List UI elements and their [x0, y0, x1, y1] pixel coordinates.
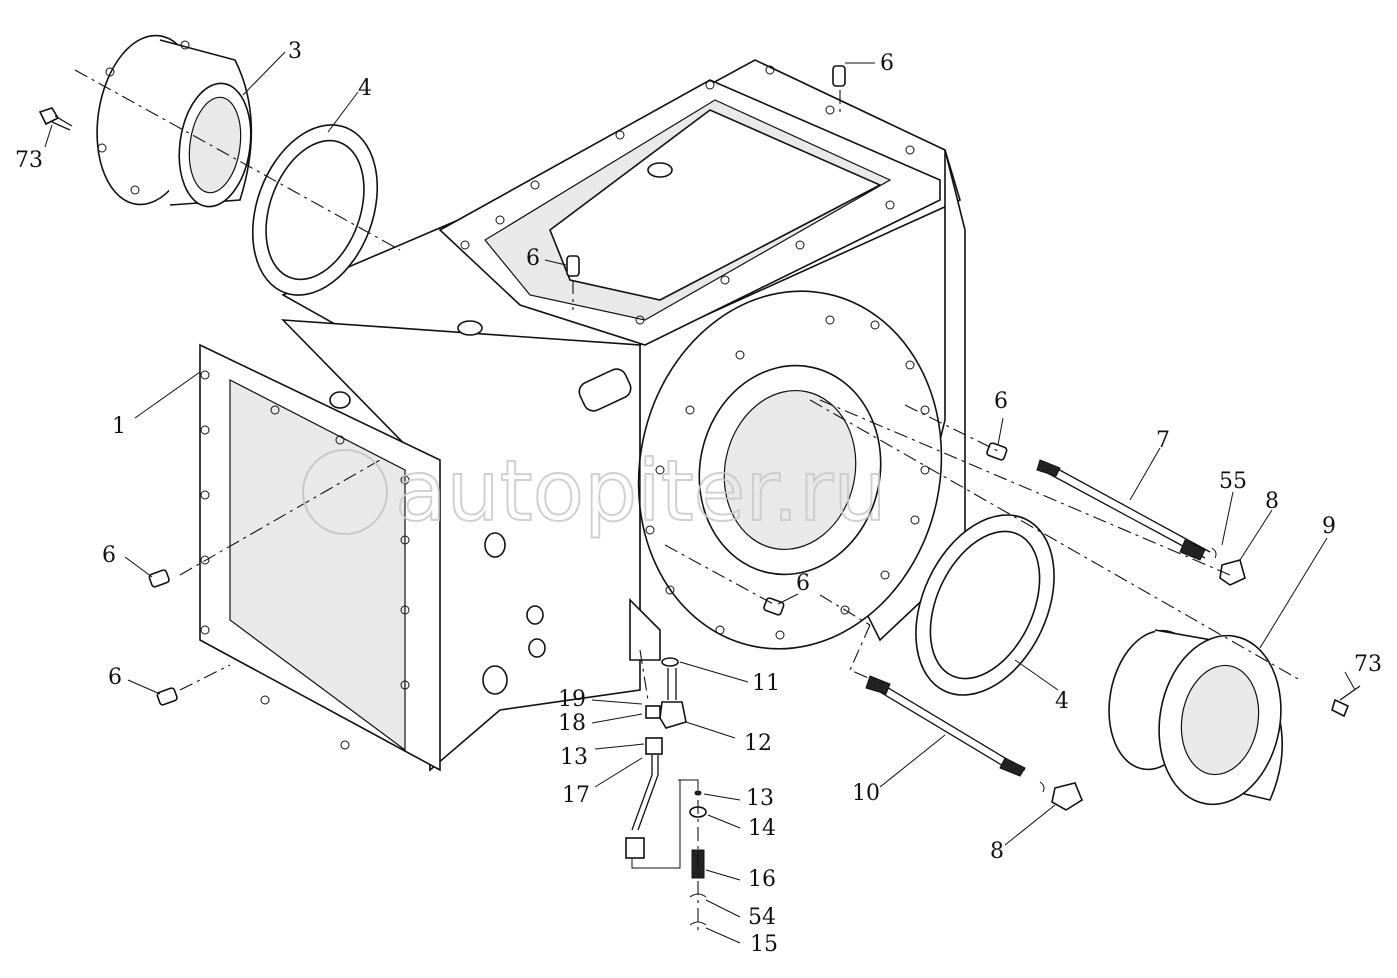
watermark: autopiter.ru — [302, 441, 888, 541]
callout-73: 73 — [1354, 652, 1382, 677]
callout-54: 54 — [748, 905, 776, 930]
right-bearing-housing — [1108, 629, 1284, 806]
center-lines — [74, 69, 1301, 935]
right-gasket — [915, 514, 1055, 696]
callout-13: 13 — [746, 786, 774, 811]
fittings-assembly — [625, 657, 707, 926]
leader-lines — [44, 51, 1356, 944]
bolt-73-left — [38, 107, 73, 131]
nut-8-upper — [1211, 547, 1246, 586]
callout-4: 4 — [1055, 689, 1069, 714]
callout-73: 73 — [15, 148, 43, 173]
callout-6: 6 — [994, 389, 1008, 414]
callout-11: 11 — [752, 671, 780, 696]
callout-9: 9 — [1322, 514, 1336, 539]
callout-7: 7 — [1156, 428, 1170, 453]
callout-6: 6 — [108, 665, 122, 690]
callout-3: 3 — [288, 39, 302, 64]
left-gasket — [251, 124, 379, 296]
callout-16: 16 — [748, 867, 776, 892]
callout-6: 6 — [796, 571, 810, 596]
callout-10: 10 — [852, 781, 880, 806]
callout-14: 14 — [748, 816, 776, 841]
callout-1: 1 — [112, 414, 126, 439]
callout-8: 8 — [1265, 489, 1279, 514]
callout-18: 18 — [558, 711, 586, 736]
callout-6: 6 — [102, 543, 116, 568]
callout-4: 4 — [358, 76, 372, 101]
callout-55: 55 — [1219, 469, 1247, 494]
callout-17: 17 — [562, 783, 590, 808]
left-bearing-housing — [96, 34, 253, 208]
nut-8-lower — [1039, 781, 1083, 811]
callout-8: 8 — [990, 839, 1004, 864]
watermark-text: autopiter.ru — [395, 442, 887, 540]
callout-6: 6 — [526, 246, 540, 271]
callout-19: 19 — [558, 687, 586, 712]
callout-13: 13 — [560, 745, 588, 770]
stud-7 — [1036, 459, 1211, 561]
stud-10 — [865, 675, 1026, 777]
transmission-housing — [199, 59, 966, 772]
callout-15: 15 — [750, 932, 778, 957]
dowel-pins — [148, 65, 1008, 706]
callout-6: 6 — [880, 51, 894, 76]
bolt-73-right — [1331, 685, 1361, 718]
callout-12: 12 — [744, 731, 772, 756]
callout-labels: 3 4 73 6 6 1 6 7 55 8 9 6 6 6 11 19 18 1… — [15, 39, 1382, 957]
